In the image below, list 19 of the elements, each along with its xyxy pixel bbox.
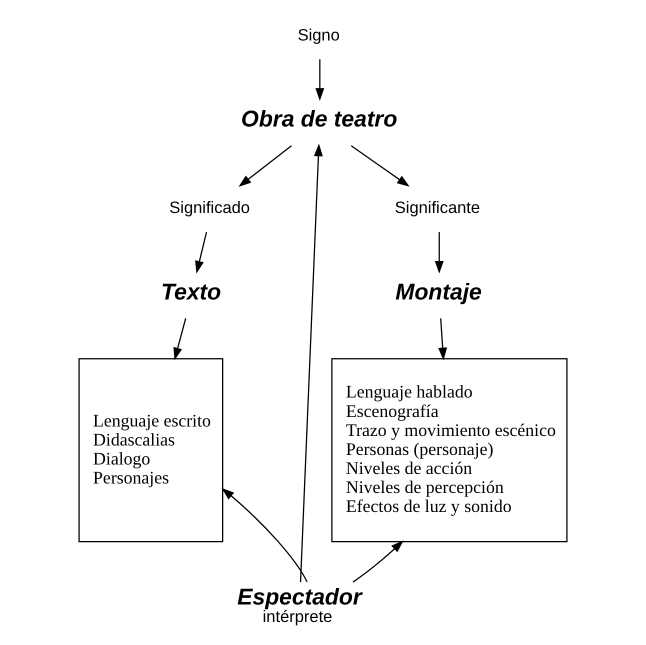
node-text: Texto (161, 278, 222, 305)
arrow (195, 232, 208, 274)
node-text: Significado (169, 199, 250, 218)
node-text: Montaje (395, 278, 482, 305)
node-box: Lenguaje hablado Escenografía Trazo y movimiento escénico Personas (personaje) Niveles de acción Niveles de percepción Efectos de luz y sonido (331, 358, 568, 542)
arrow (438, 318, 448, 360)
arrow (315, 59, 324, 101)
node-box: Lenguaje escrito Didascalias Dialogo Personajes (78, 358, 224, 542)
arrow (173, 318, 186, 360)
node-text: Signo (298, 26, 340, 44)
arrow (238, 145, 292, 187)
node-text: Espectador intérprete (237, 583, 362, 626)
arrow (222, 488, 308, 582)
arrow (300, 144, 323, 582)
node-text: Significante (394, 199, 480, 218)
node-text: Obra de teatro (241, 106, 398, 132)
arrow (352, 540, 404, 583)
arrow (350, 145, 410, 187)
arrow (434, 232, 444, 274)
